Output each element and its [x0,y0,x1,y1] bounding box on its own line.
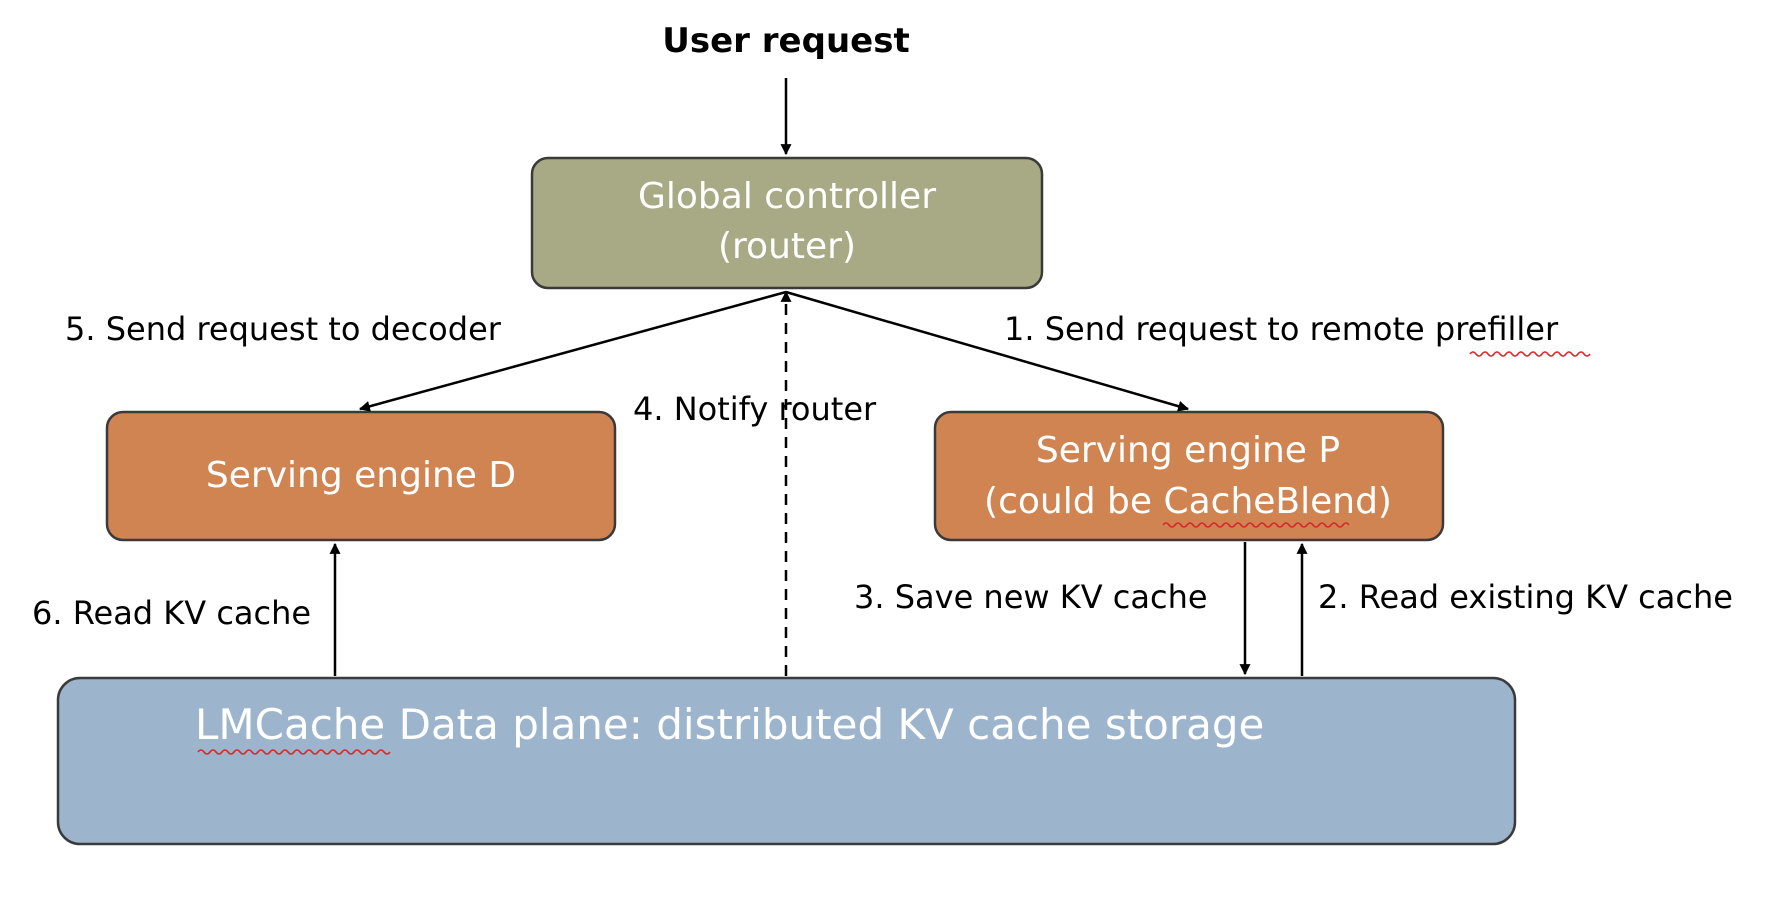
global-controller-node: Global controller (router) [530,156,1044,290]
spellcheck-squiggle-cacheblend [1162,522,1350,528]
serving-engine-p-sublabel: (could be CacheBlend) [984,481,1392,522]
serving-engine-p-node: Serving engine P (could be CacheBlend) [933,410,1445,542]
serving-engine-d-label: Serving engine D [206,455,516,496]
label-step-2: 2. Read existing KV cache [1318,578,1733,616]
spellcheck-squiggle-lmcache [197,749,391,755]
label-step-5: 5. Send request to decoder [65,310,502,348]
serving-engine-p-label: Serving engine P [1036,430,1340,471]
data-plane-label: LMCache Data plane: distributed KV cache… [195,700,1264,749]
global-controller-box [530,156,1044,290]
spellcheck-squiggle-prefiller [1469,351,1591,357]
data-plane-box [56,676,1517,846]
label-step-3: 3. Save new KV cache [854,578,1208,616]
global-controller-label: Global controller [638,176,936,217]
arrow-controller-to-engine-d [358,290,787,412]
global-controller-sublabel: (router) [718,226,856,267]
serving-engine-d-box [105,410,617,542]
data-plane-node: LMCache Data plane: distributed KV cache… [56,676,1517,846]
arrow-controller-to-engine-p [785,290,1190,412]
serving-engine-p-box [933,410,1445,542]
user-request-title: User request [662,21,909,61]
label-step-4: 4. Notify router [633,390,877,428]
label-step-6: 6. Read KV cache [32,594,311,632]
label-step-1: 1. Send request to remote prefiller [1004,310,1559,348]
serving-engine-d-node: Serving engine D [105,410,617,542]
